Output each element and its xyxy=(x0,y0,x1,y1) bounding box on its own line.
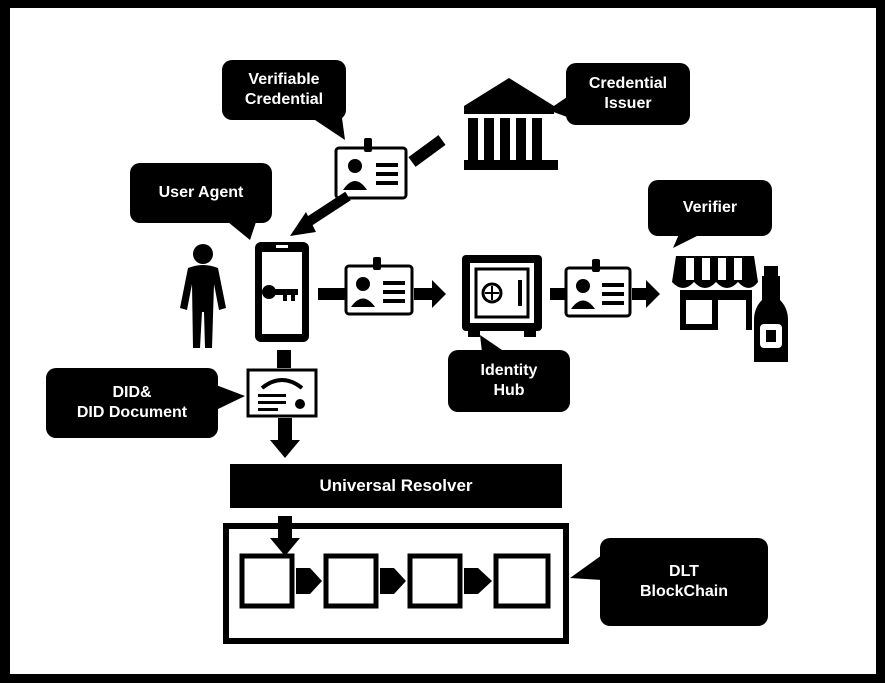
id-card-icon xyxy=(334,138,408,200)
tail-did-document xyxy=(216,385,245,410)
did-to-resolver-arrow xyxy=(270,418,300,458)
callout-did-document: DID& DID Document xyxy=(46,368,218,438)
bank-icon xyxy=(464,78,558,170)
tail-verifier xyxy=(673,232,705,248)
safe-icon xyxy=(462,255,542,337)
callout-identity-hub: Identity Hub xyxy=(448,350,570,412)
card-to-hub-arrow xyxy=(414,280,446,308)
resolver-to-block-arrow xyxy=(270,516,300,556)
id-card-icon xyxy=(344,257,414,316)
block-chain xyxy=(239,553,551,609)
shop-icon xyxy=(672,256,758,330)
credential-to-agent-arrow xyxy=(290,191,351,236)
tail-credential-issuer xyxy=(548,95,570,118)
callout-dlt-blockchain: DLT BlockChain xyxy=(600,538,768,626)
tail-identity-hub xyxy=(480,335,505,352)
card-to-verifier-arrow xyxy=(632,280,660,308)
callout-verifiable-credential: Verifiable Credential xyxy=(222,60,346,120)
bottle-icon xyxy=(754,266,788,362)
agent-to-card-connector xyxy=(318,288,346,300)
callout-user-agent: User Agent xyxy=(130,163,272,223)
issuer-to-credential-line xyxy=(408,135,446,167)
tail-dlt-blockchain xyxy=(570,555,602,580)
tail-verifiable-credential xyxy=(312,118,345,140)
hub-to-card-connector xyxy=(550,288,566,300)
tail-user-agent xyxy=(228,222,256,240)
key-icon xyxy=(262,285,298,301)
callout-credential-issuer: Credential Issuer xyxy=(566,63,690,125)
person-icon xyxy=(180,244,226,348)
callout-verifier: Verifier xyxy=(648,180,772,236)
did-document-icon xyxy=(246,368,318,418)
id-card-icon xyxy=(564,259,632,318)
universal-resolver-bar: Universal Resolver xyxy=(230,464,562,508)
agent-to-did-connector xyxy=(277,350,291,368)
